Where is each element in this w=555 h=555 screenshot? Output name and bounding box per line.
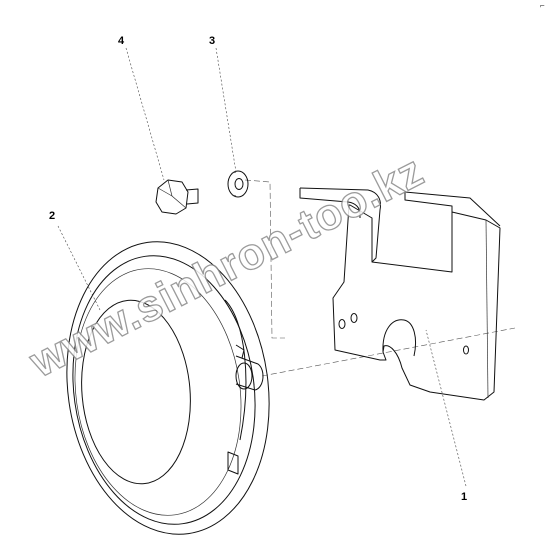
horn-terminal bbox=[227, 451, 239, 475]
bolt-head bbox=[155, 179, 189, 215]
washer-hole bbox=[234, 178, 244, 190]
leader-part-1 bbox=[425, 329, 467, 487]
bracket-hole bbox=[350, 313, 358, 323]
label-part-1: 1 bbox=[461, 491, 467, 503]
bolt-shank bbox=[185, 188, 199, 205]
horn-outer-rim bbox=[66, 241, 270, 535]
label-part-3: 3 bbox=[209, 35, 215, 47]
corner-mark: ⌐ bbox=[540, 1, 545, 10]
bolt-axis bbox=[244, 179, 285, 339]
washer-part bbox=[227, 170, 249, 198]
horn-rim-step bbox=[74, 268, 242, 516]
horn-terminal bbox=[235, 344, 245, 359]
watermark: www.sinhron-too.kz bbox=[21, 146, 431, 387]
bracket-right-tab-front bbox=[404, 192, 453, 212]
horn-dome bbox=[81, 299, 191, 485]
bracket-hole bbox=[338, 319, 346, 329]
bracket-hole bbox=[463, 345, 469, 355]
bracket-slot bbox=[382, 319, 417, 357]
horn-stud bbox=[235, 355, 264, 391]
leader-part-4 bbox=[125, 47, 165, 181]
washer-thickness bbox=[231, 171, 237, 197]
horn-stud-end bbox=[235, 362, 253, 390]
horn-part bbox=[66, 241, 270, 535]
bracket-edge bbox=[485, 219, 489, 399]
leader-part-2 bbox=[57, 225, 101, 311]
bracket-left-tab bbox=[299, 187, 381, 263]
bolt-head-facets bbox=[157, 179, 187, 209]
bracket-plate bbox=[332, 204, 501, 401]
leader-part-3 bbox=[215, 47, 237, 173]
horn-body bbox=[224, 299, 247, 441]
label-part-4: 4 bbox=[118, 35, 125, 47]
label-part-2: 2 bbox=[49, 210, 55, 222]
horn-rim-inner bbox=[72, 255, 256, 525]
bracket-right-tab bbox=[404, 191, 501, 227]
bolt-part bbox=[155, 179, 199, 215]
assembly-axis bbox=[261, 327, 516, 377]
washer-outer bbox=[227, 170, 249, 198]
bracket-part bbox=[299, 187, 501, 401]
bracket-left-tab-front bbox=[299, 188, 361, 218]
